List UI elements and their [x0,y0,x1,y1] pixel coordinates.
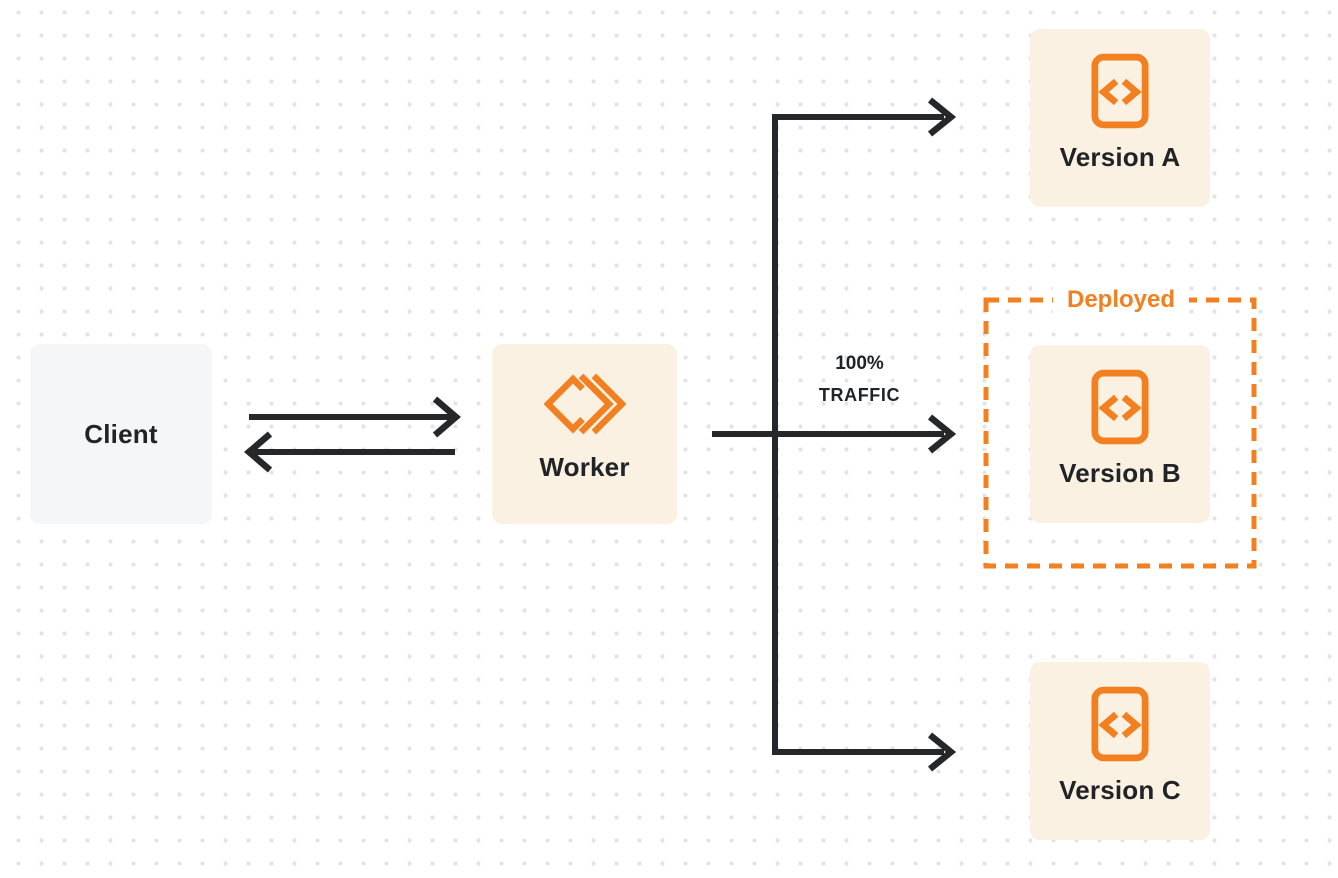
version-b-label: Version B [1059,458,1181,488]
node-version-b: Version B [1030,345,1210,523]
cloudflare-workers-icon [543,373,626,435]
node-version-a: Version A [1030,29,1210,207]
worker-label: Worker [539,452,630,482]
client-label: Client [84,418,158,449]
node-version-c: Version C [1030,662,1210,840]
arrow-worker-to-client [244,431,455,473]
arrow-worker-to-version-a [772,97,957,137]
node-client: Client [30,344,212,524]
version-c-label: Version C [1059,775,1181,805]
node-worker: Worker [492,344,677,524]
traffic-word-text: TRAFFIC [818,385,901,405]
version-a-label: Version A [1059,142,1181,172]
traffic-annotation: 100% TRAFFIC [777,352,942,407]
arrow-client-to-worker [249,396,461,438]
arrow-worker-to-version-b [712,414,957,454]
code-document-icon [1091,369,1149,445]
arrow-worker-to-version-c [772,732,957,772]
traffic-percent-text: 100% [835,353,884,374]
code-document-icon [1091,53,1149,129]
code-document-icon [1091,686,1149,762]
deployed-region-label: Deployed [1052,284,1190,316]
